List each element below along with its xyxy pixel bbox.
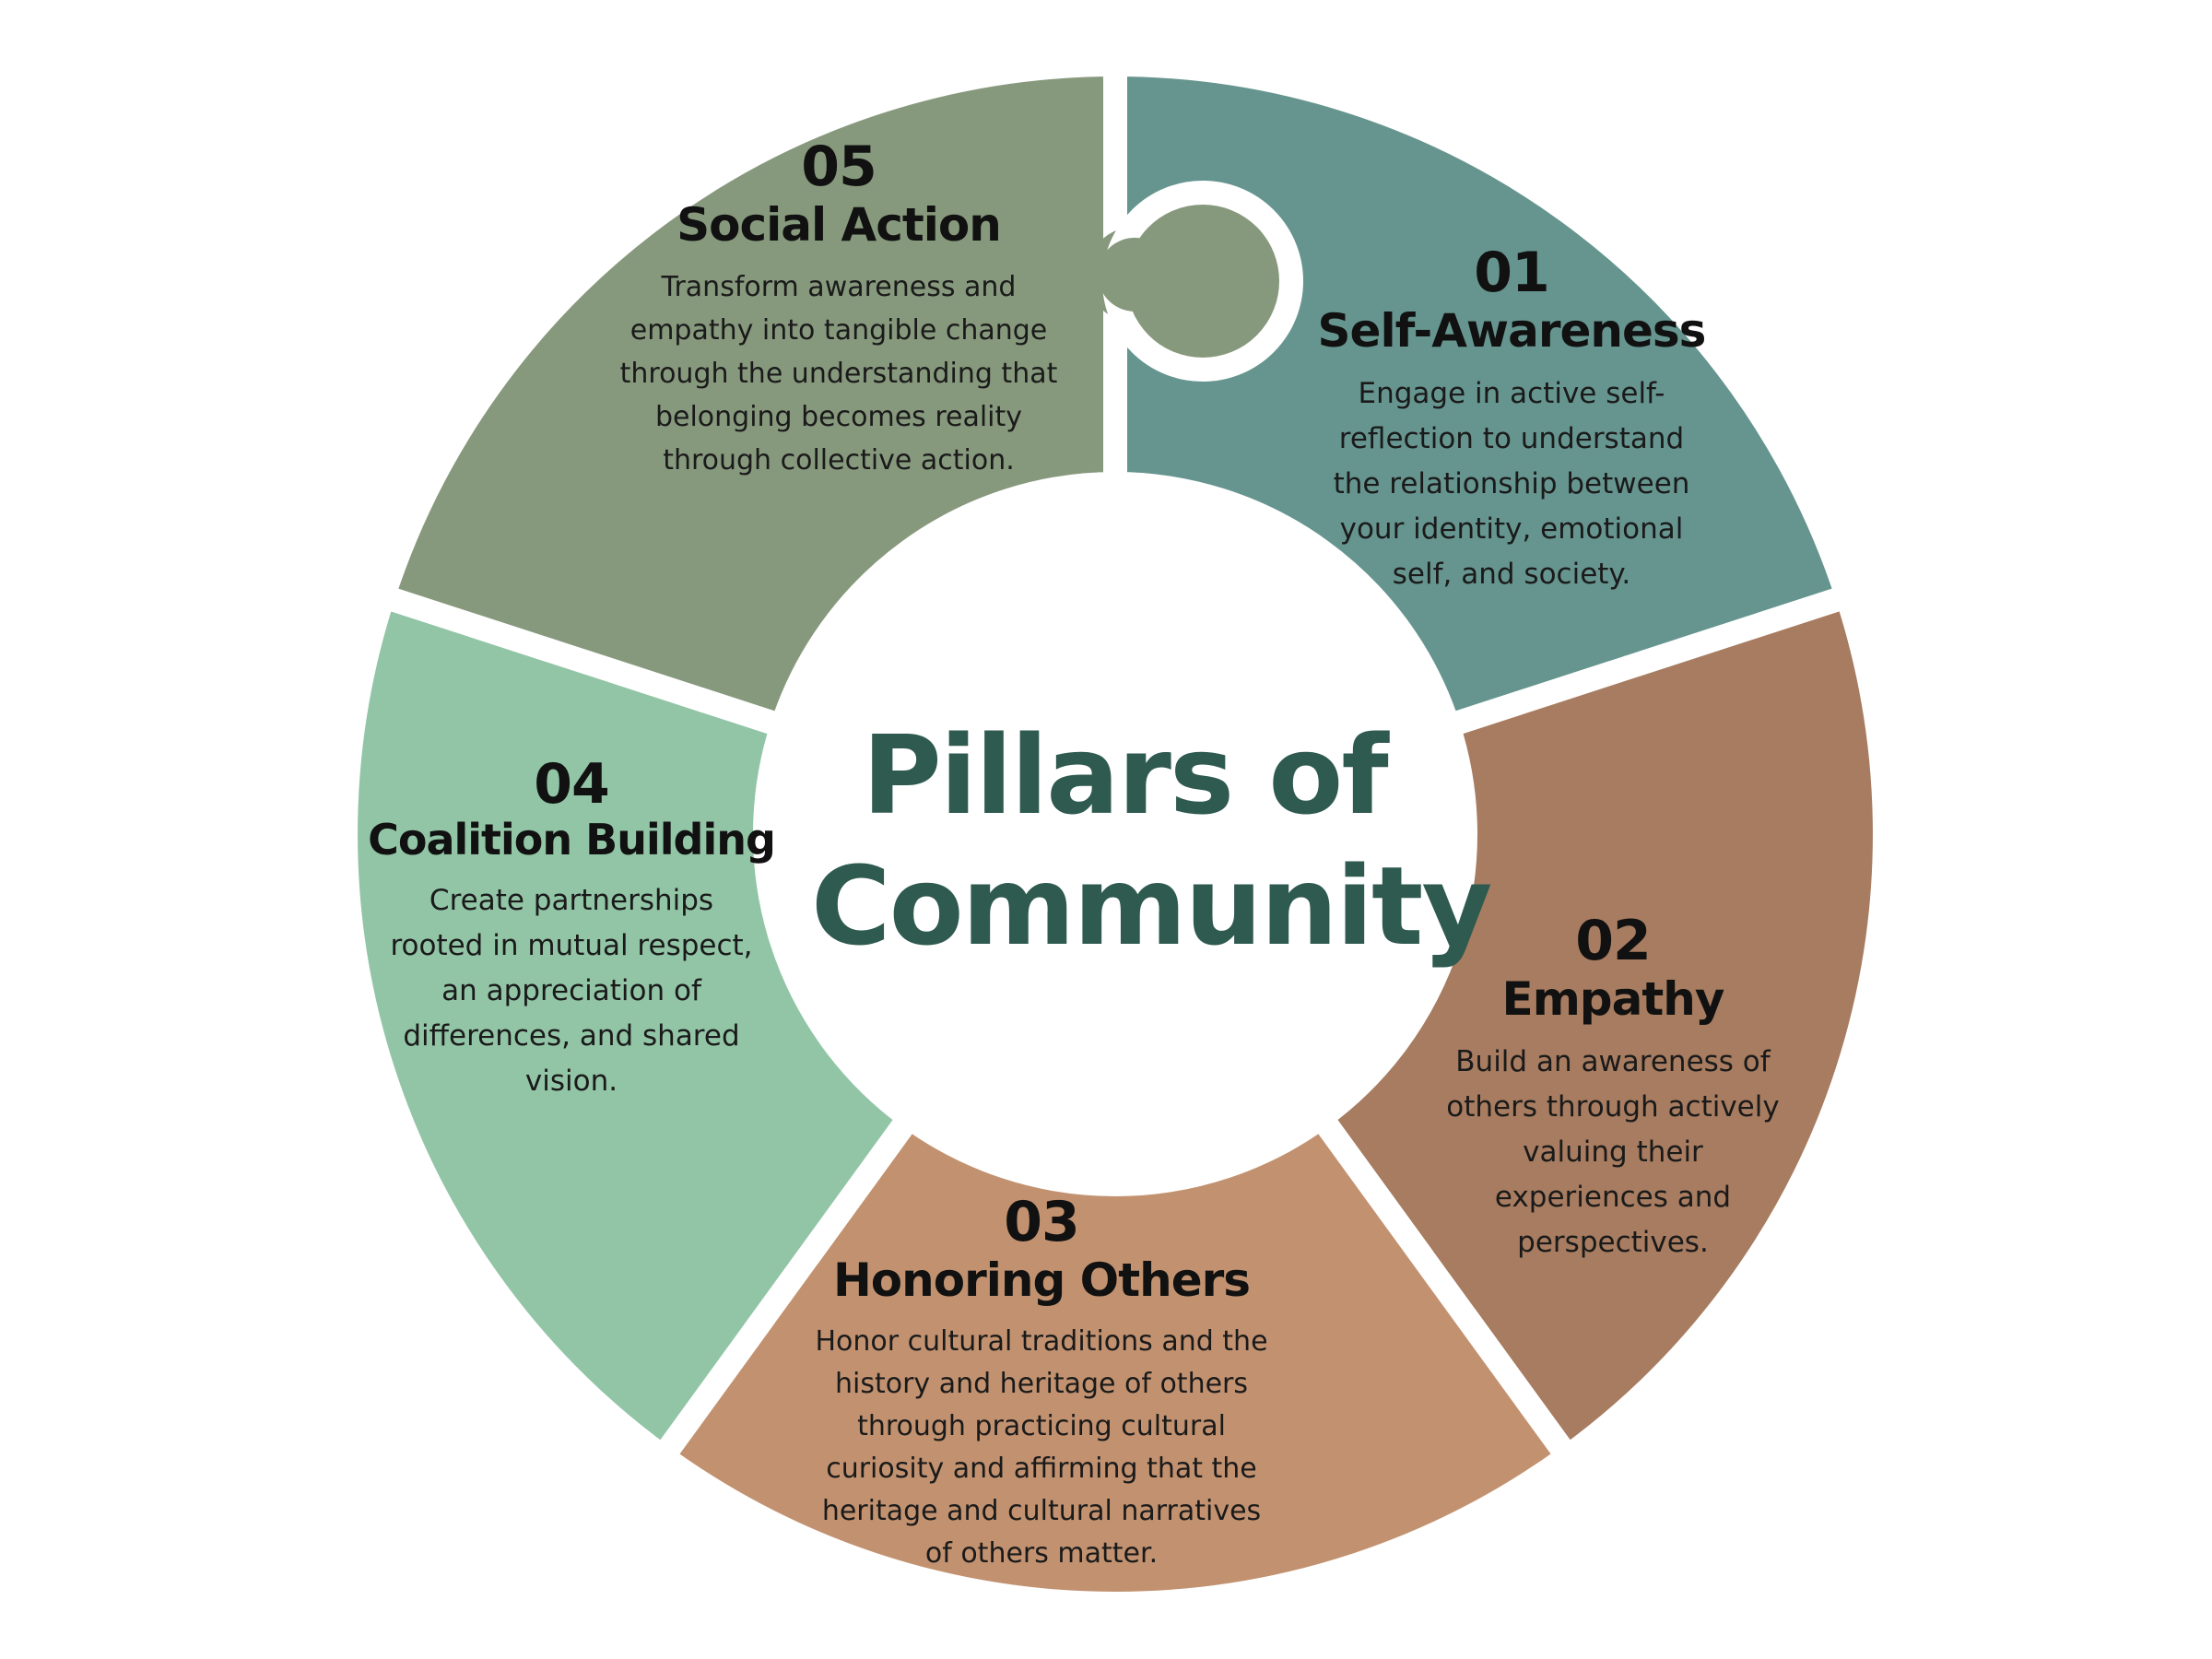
description-line: Build an awareness of	[1455, 1044, 1771, 1078]
pillar-self-awareness: 01 Self-Awareness Engage in active self-…	[1272, 244, 1751, 597]
description-line: curiosity and affirming that the	[826, 1452, 1257, 1485]
pillar-title: Social Action	[677, 198, 1002, 252]
pillar-description: Engage in active self- reflection to und…	[1272, 371, 1751, 597]
description-line: through practicing cultural	[857, 1409, 1226, 1442]
description-line: differences, and shared	[403, 1018, 740, 1053]
description-line: empathy into tangible change	[629, 313, 1048, 347]
pillar-title: Coalition Building	[368, 815, 776, 865]
description-line: history and heritage of others	[834, 1367, 1249, 1400]
pillar-number: 01	[1474, 241, 1550, 305]
description-line: reflection to understand	[1338, 421, 1685, 455]
description-line: valuing their	[1523, 1135, 1703, 1169]
description-line: self, and society.	[1392, 557, 1631, 591]
pillar-social-action: 05 Social Action Transform awareness and…	[581, 138, 1097, 482]
pillar-title: Empathy	[1501, 972, 1725, 1026]
pillar-number: 02	[1575, 909, 1652, 973]
pillar-description: Transform awareness and empathy into tan…	[581, 265, 1097, 482]
center-circle	[756, 475, 1475, 1194]
pillar-title: Honoring Others	[832, 1253, 1251, 1307]
pillar-coalition-building: 04 Coalition Building Create partnership…	[341, 756, 802, 1104]
description-line: Create partnerships	[429, 883, 714, 917]
description-line: rooted in mutual respect,	[390, 928, 753, 962]
description-line: experiences and	[1494, 1180, 1732, 1214]
center-title-line-1: Pillars of	[862, 712, 1388, 839]
pillar-number: 05	[801, 135, 877, 199]
description-line: vision.	[524, 1064, 618, 1098]
description-line: belonging becomes reality	[654, 400, 1023, 433]
description-line: the relationship between	[1333, 466, 1690, 500]
description-line: of others matter.	[924, 1536, 1159, 1570]
description-line: through collective action.	[663, 443, 1015, 477]
pillar-description: Honor cultural traditions and the histor…	[756, 1321, 1327, 1575]
description-line: heritage and cultural narratives	[821, 1494, 1262, 1527]
center-title: Pillars of Community	[811, 710, 1492, 971]
pillar-empathy: 02 Empathy Build an awareness of others …	[1382, 912, 1843, 1265]
puzzle-piece-social-action-tab-join	[1098, 237, 1172, 312]
description-line: through the understanding that	[619, 357, 1058, 390]
description-line: Transform awareness and	[661, 270, 1017, 303]
center-title-line-2: Community	[811, 842, 1492, 970]
pillar-title: Self-Awareness	[1317, 304, 1707, 358]
pillar-number: 03	[1004, 1190, 1080, 1254]
pillar-number: 04	[534, 752, 610, 817]
description-line: perspectives.	[1517, 1225, 1709, 1259]
pillar-description: Create partnerships rooted in mutual res…	[341, 878, 802, 1104]
description-line: your identity, emotional	[1339, 512, 1684, 546]
description-line: an appreciation of	[441, 973, 701, 1007]
description-line: Engage in active self-	[1358, 376, 1665, 410]
description-line: others through actively	[1446, 1089, 1780, 1124]
pillar-honoring-others: 03 Honoring Others Honor cultural tradit…	[756, 1194, 1327, 1575]
pillar-description: Build an awareness of others through act…	[1382, 1040, 1843, 1265]
description-line: Honor cultural traditions and the	[815, 1324, 1268, 1358]
